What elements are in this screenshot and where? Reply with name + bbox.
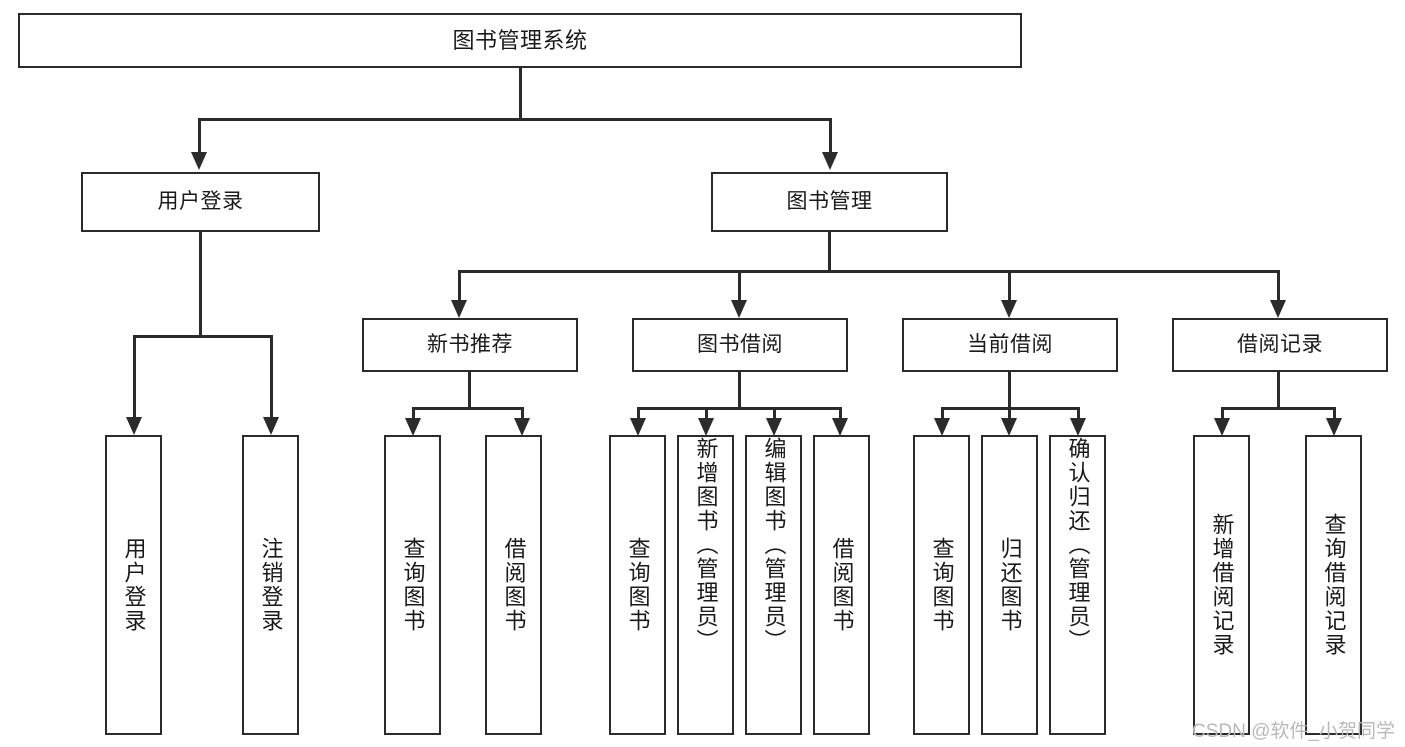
arrow-down-icon <box>263 417 279 435</box>
arrow-down-icon <box>1326 418 1342 436</box>
connector-cb-stem <box>1008 372 1011 407</box>
connector-nbr-bus <box>412 407 524 410</box>
arrow-down-icon <box>451 300 467 318</box>
leaf-confirm-return-admin[interactable]: 确认归还（管理员） <box>1049 435 1106 735</box>
arrow-down-icon <box>1270 300 1286 318</box>
arrow-down-icon <box>1214 418 1230 436</box>
connector-bb-bus <box>637 407 842 410</box>
leaf-query-book-recommend[interactable]: 查询图书 <box>384 435 441 735</box>
connector-user-login-bus <box>133 335 272 338</box>
node-root-book-management-system[interactable]: 图书管理系统 <box>18 13 1022 68</box>
node-label: 图书管理 <box>786 189 873 213</box>
node-label: 编辑图书（管理员） <box>761 437 787 653</box>
leaf-query-book-current[interactable]: 查询图书 <box>913 435 970 735</box>
node-label: 用户登录 <box>121 537 147 633</box>
connector-user-login-drop-1 <box>133 335 136 417</box>
node-user-login[interactable]: 用户登录 <box>81 172 320 232</box>
node-label: 借阅记录 <box>1237 332 1323 356</box>
leaf-add-borrow-record[interactable]: 新增借阅记录 <box>1193 435 1250 735</box>
node-label: 用户登录 <box>157 189 244 213</box>
connector-root-stem <box>519 68 522 118</box>
node-label: 当前借阅 <box>967 332 1053 356</box>
node-current-borrow[interactable]: 当前借阅 <box>902 318 1118 372</box>
arrow-down-icon <box>630 418 646 436</box>
connector-br-drop-1 <box>1221 407 1224 418</box>
connector-cb-drop-2 <box>1008 407 1011 418</box>
connector-cb-drop-3 <box>1077 407 1080 418</box>
node-borrow-record[interactable]: 借阅记录 <box>1172 318 1388 372</box>
leaf-add-book-admin[interactable]: 新增图书（管理员） <box>677 435 734 735</box>
leaf-user-login[interactable]: 用户登录 <box>105 435 162 735</box>
arrow-down-icon <box>1001 418 1017 436</box>
connector-nbr-drop-1 <box>412 407 415 418</box>
connector-bb-drop-1 <box>637 407 640 418</box>
arrow-down-icon <box>126 417 142 435</box>
connector-root-bus <box>198 118 831 121</box>
connector-bb-drop-3 <box>773 407 776 418</box>
arrow-down-icon <box>934 418 950 436</box>
connector-br-drop-2 <box>1333 407 1336 418</box>
connector-bb-drop-4 <box>839 407 842 418</box>
arrow-down-icon <box>1070 418 1086 436</box>
connector-user-login-stem <box>199 232 202 335</box>
leaf-return-book[interactable]: 归还图书 <box>981 435 1038 735</box>
node-label: 图书管理系统 <box>452 27 588 53</box>
connector-cb-drop-1 <box>941 407 944 418</box>
arrow-down-icon <box>766 418 782 436</box>
connector-bb-stem <box>738 372 741 407</box>
connector-book-manage-bus <box>458 270 1280 273</box>
connector-nbr-drop-2 <box>521 407 524 418</box>
node-label: 查询图书 <box>929 537 955 633</box>
node-label: 新增图书（管理员） <box>693 437 719 653</box>
arrow-down-icon <box>191 152 207 170</box>
connector-root-to-book-manage <box>829 118 832 152</box>
node-label: 图书借阅 <box>697 332 783 356</box>
node-label: 归还图书 <box>997 537 1023 633</box>
leaf-logout-login[interactable]: 注销登录 <box>242 435 299 735</box>
node-label: 新书推荐 <box>427 332 513 356</box>
node-book-manage[interactable]: 图书管理 <box>711 172 948 232</box>
node-new-book-recommend[interactable]: 新书推荐 <box>362 318 578 372</box>
arrow-down-icon <box>832 418 848 436</box>
node-label: 新增借阅记录 <box>1209 513 1235 657</box>
connector-br-stem <box>1277 372 1280 407</box>
arrow-down-icon <box>822 152 838 170</box>
connector-nbr-stem <box>468 372 471 407</box>
node-label: 确认归还（管理员） <box>1065 437 1091 653</box>
connector-bb-drop-2 <box>705 407 708 418</box>
leaf-borrow-book[interactable]: 借阅图书 <box>813 435 870 735</box>
node-label: 查询图书 <box>400 537 426 633</box>
connector-bm-drop-4 <box>1277 270 1280 300</box>
node-book-borrow[interactable]: 图书借阅 <box>632 318 848 372</box>
leaf-edit-book-admin[interactable]: 编辑图书（管理员） <box>745 435 802 735</box>
node-label: 注销登录 <box>258 537 284 633</box>
connector-book-manage-stem <box>828 232 831 270</box>
connector-root-to-user-login <box>198 118 201 152</box>
arrow-down-icon <box>514 418 530 436</box>
connector-br-bus <box>1221 407 1336 410</box>
connector-user-login-drop-2 <box>270 335 273 417</box>
connector-bm-drop-2 <box>738 270 741 300</box>
connector-bm-drop-3 <box>1008 270 1011 300</box>
arrow-down-icon <box>1001 300 1017 318</box>
leaf-query-book-borrow[interactable]: 查询图书 <box>609 435 666 735</box>
csdn-watermark: CSDN @软件_小贺同学 <box>1192 721 1395 742</box>
arrow-down-icon <box>698 418 714 436</box>
node-label: 借阅图书 <box>501 537 527 633</box>
node-label: 查询图书 <box>625 537 651 633</box>
arrow-down-icon <box>405 418 421 436</box>
connector-bm-drop-1 <box>458 270 461 300</box>
node-label: 借阅图书 <box>829 537 855 633</box>
leaf-borrow-book-recommend[interactable]: 借阅图书 <box>485 435 542 735</box>
leaf-query-borrow-record[interactable]: 查询借阅记录 <box>1305 435 1362 735</box>
node-label: 查询借阅记录 <box>1321 513 1347 657</box>
arrow-down-icon <box>731 300 747 318</box>
